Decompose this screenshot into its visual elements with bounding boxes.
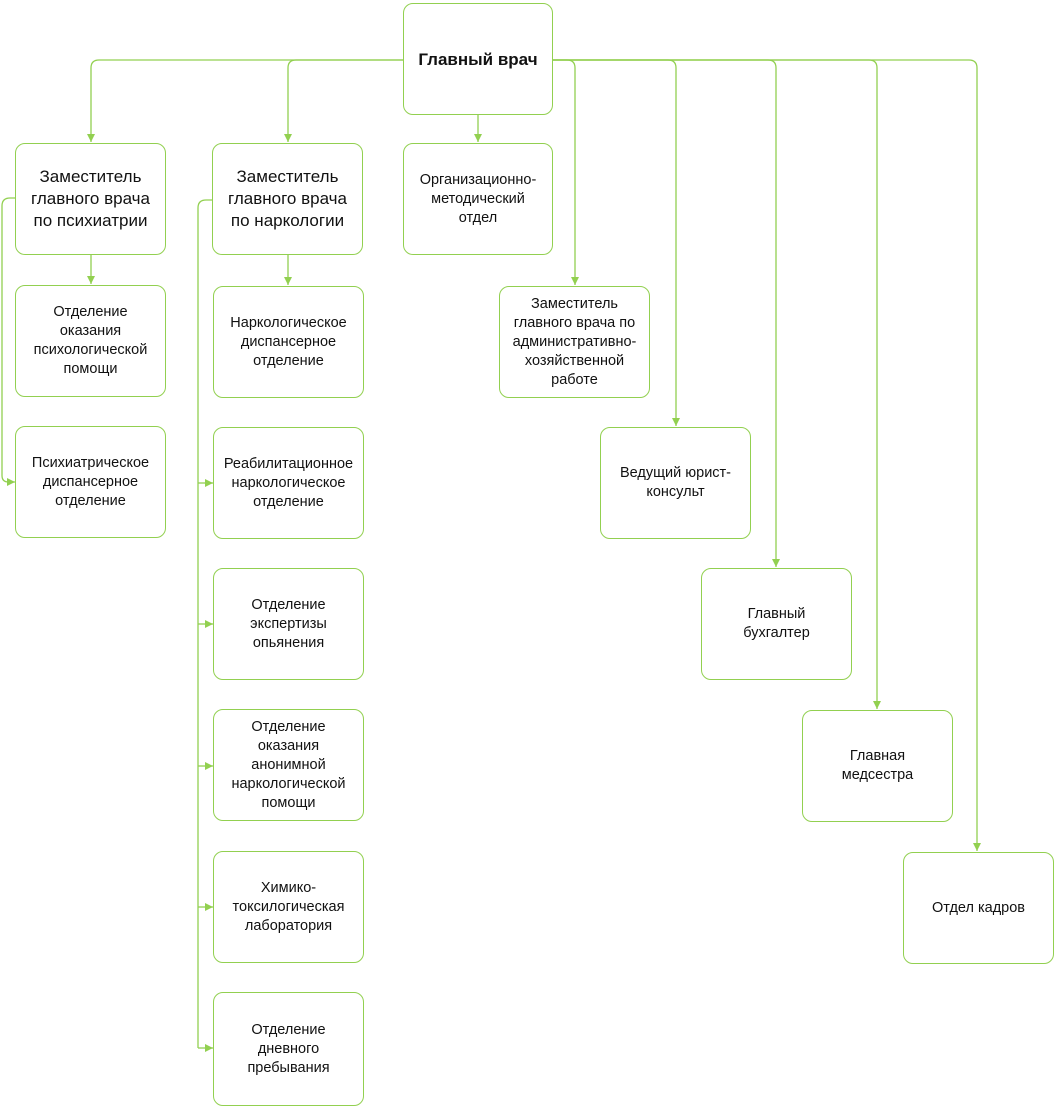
node-narcology-dispensary-dept: Наркологическое диспансерное отделение <box>213 286 364 398</box>
node-toxicology-lab: Химико- токсилогическая лаборатория <box>213 851 364 963</box>
link-root-deputy-narcology <box>287 59 403 142</box>
node-day-stay-dept: Отделение дневного пребывания <box>213 992 364 1106</box>
arrow-narc-day <box>205 1044 213 1052</box>
node-head-nurse: Главная медсестра <box>802 710 953 822</box>
node-deputy-administrative: Заместитель главного врача по администра… <box>499 286 650 398</box>
node-chief-accountant: Главный бухгалтер <box>701 568 852 680</box>
node-hr-dept: Отдел кадров <box>903 852 1054 964</box>
node-anonymous-help-dept: Отделение оказания анонимной наркологиче… <box>213 709 364 821</box>
node-organizational-method-dept: Организационно- методический отдел <box>403 143 553 255</box>
link-psych-dispensary <box>1 197 60 483</box>
arrow-psych-dispensary <box>7 478 15 486</box>
arrow-org-method <box>474 134 482 142</box>
node-psychological-help-dept: Отделение оказания психологической помощ… <box>15 285 166 397</box>
arrow-psych-help <box>87 276 95 284</box>
node-lead-legal-counsel: Ведущий юрист- консульт <box>600 427 751 539</box>
arrow-narc-anon <box>205 762 213 770</box>
node-deputy-narcology: Заместитель главного врача по наркологии <box>212 143 363 255</box>
node-rehabilitation-dept: Реабилитационное наркологическое отделен… <box>213 427 364 539</box>
node-chief-doctor: Главный врач <box>403 3 553 115</box>
arrow-narc-dispensary <box>284 277 292 285</box>
link-narc-trunk <box>197 199 258 1048</box>
arrow-chief-accountant <box>772 559 780 567</box>
link-root-hr-dept <box>553 59 978 851</box>
arrow-hr-dept <box>973 843 981 851</box>
node-psychiatric-dispensary-dept: Психиатрическое диспансерное отделение <box>15 426 166 538</box>
arrow-narc-intox <box>205 620 213 628</box>
link-root-deputy-psychiatry <box>90 59 403 142</box>
arrow-narc-lab <box>205 903 213 911</box>
node-deputy-psychiatry: Заместитель главного врача по психиатрии <box>15 143 166 255</box>
arrow-head-nurse <box>873 701 881 709</box>
arrow-narc-rehab <box>205 479 213 487</box>
arrow-deputy-psychiatry <box>87 134 95 142</box>
node-intoxication-exam-dept: Отделение экспертизы опьянения <box>213 568 364 680</box>
link-root-deputy-administrative <box>553 59 576 285</box>
arrow-lead-legal-counsel <box>672 418 680 426</box>
arrow-deputy-administrative <box>571 277 579 285</box>
arrow-deputy-narcology <box>284 134 292 142</box>
